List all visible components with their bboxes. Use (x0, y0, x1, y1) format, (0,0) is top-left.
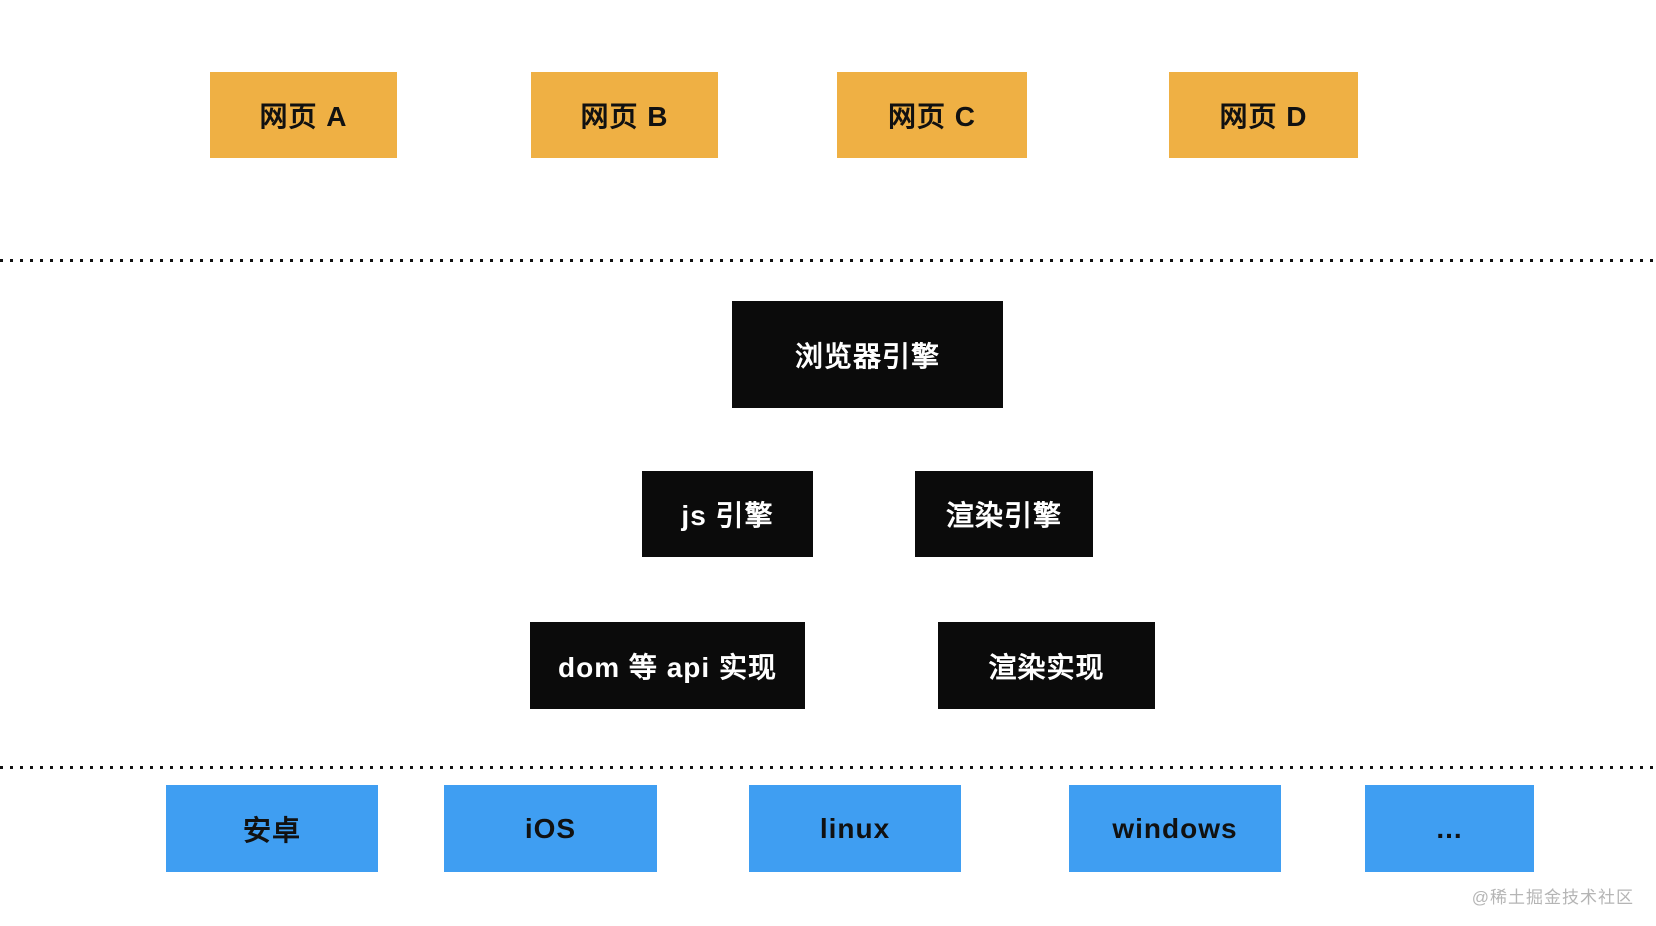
watermark: @稀土掘金技术社区 (1471, 888, 1634, 907)
platform-android-box: 安卓 (166, 785, 378, 872)
js-engine-box: js 引擎 (642, 471, 813, 557)
divider-dotted-line-top (0, 259, 1656, 262)
webpage-c-box: 网页 C (837, 72, 1027, 158)
platform-windows-box: windows (1069, 785, 1281, 872)
platform-linux-box: linux (749, 785, 961, 872)
browser-engine-box: 浏览器引擎 (732, 301, 1003, 408)
dom-api-implementation-box: dom 等 api 实现 (530, 622, 805, 709)
webpage-d-box: 网页 D (1169, 72, 1358, 158)
platform-ellipsis-box: ... (1365, 785, 1534, 872)
render-engine-box: 渲染引擎 (915, 471, 1093, 557)
webpage-b-box: 网页 B (531, 72, 718, 158)
divider-dotted-line-bottom (0, 766, 1656, 769)
webpage-a-box: 网页 A (210, 72, 397, 158)
render-implementation-box: 渲染实现 (938, 622, 1155, 709)
platform-ios-box: iOS (444, 785, 657, 872)
